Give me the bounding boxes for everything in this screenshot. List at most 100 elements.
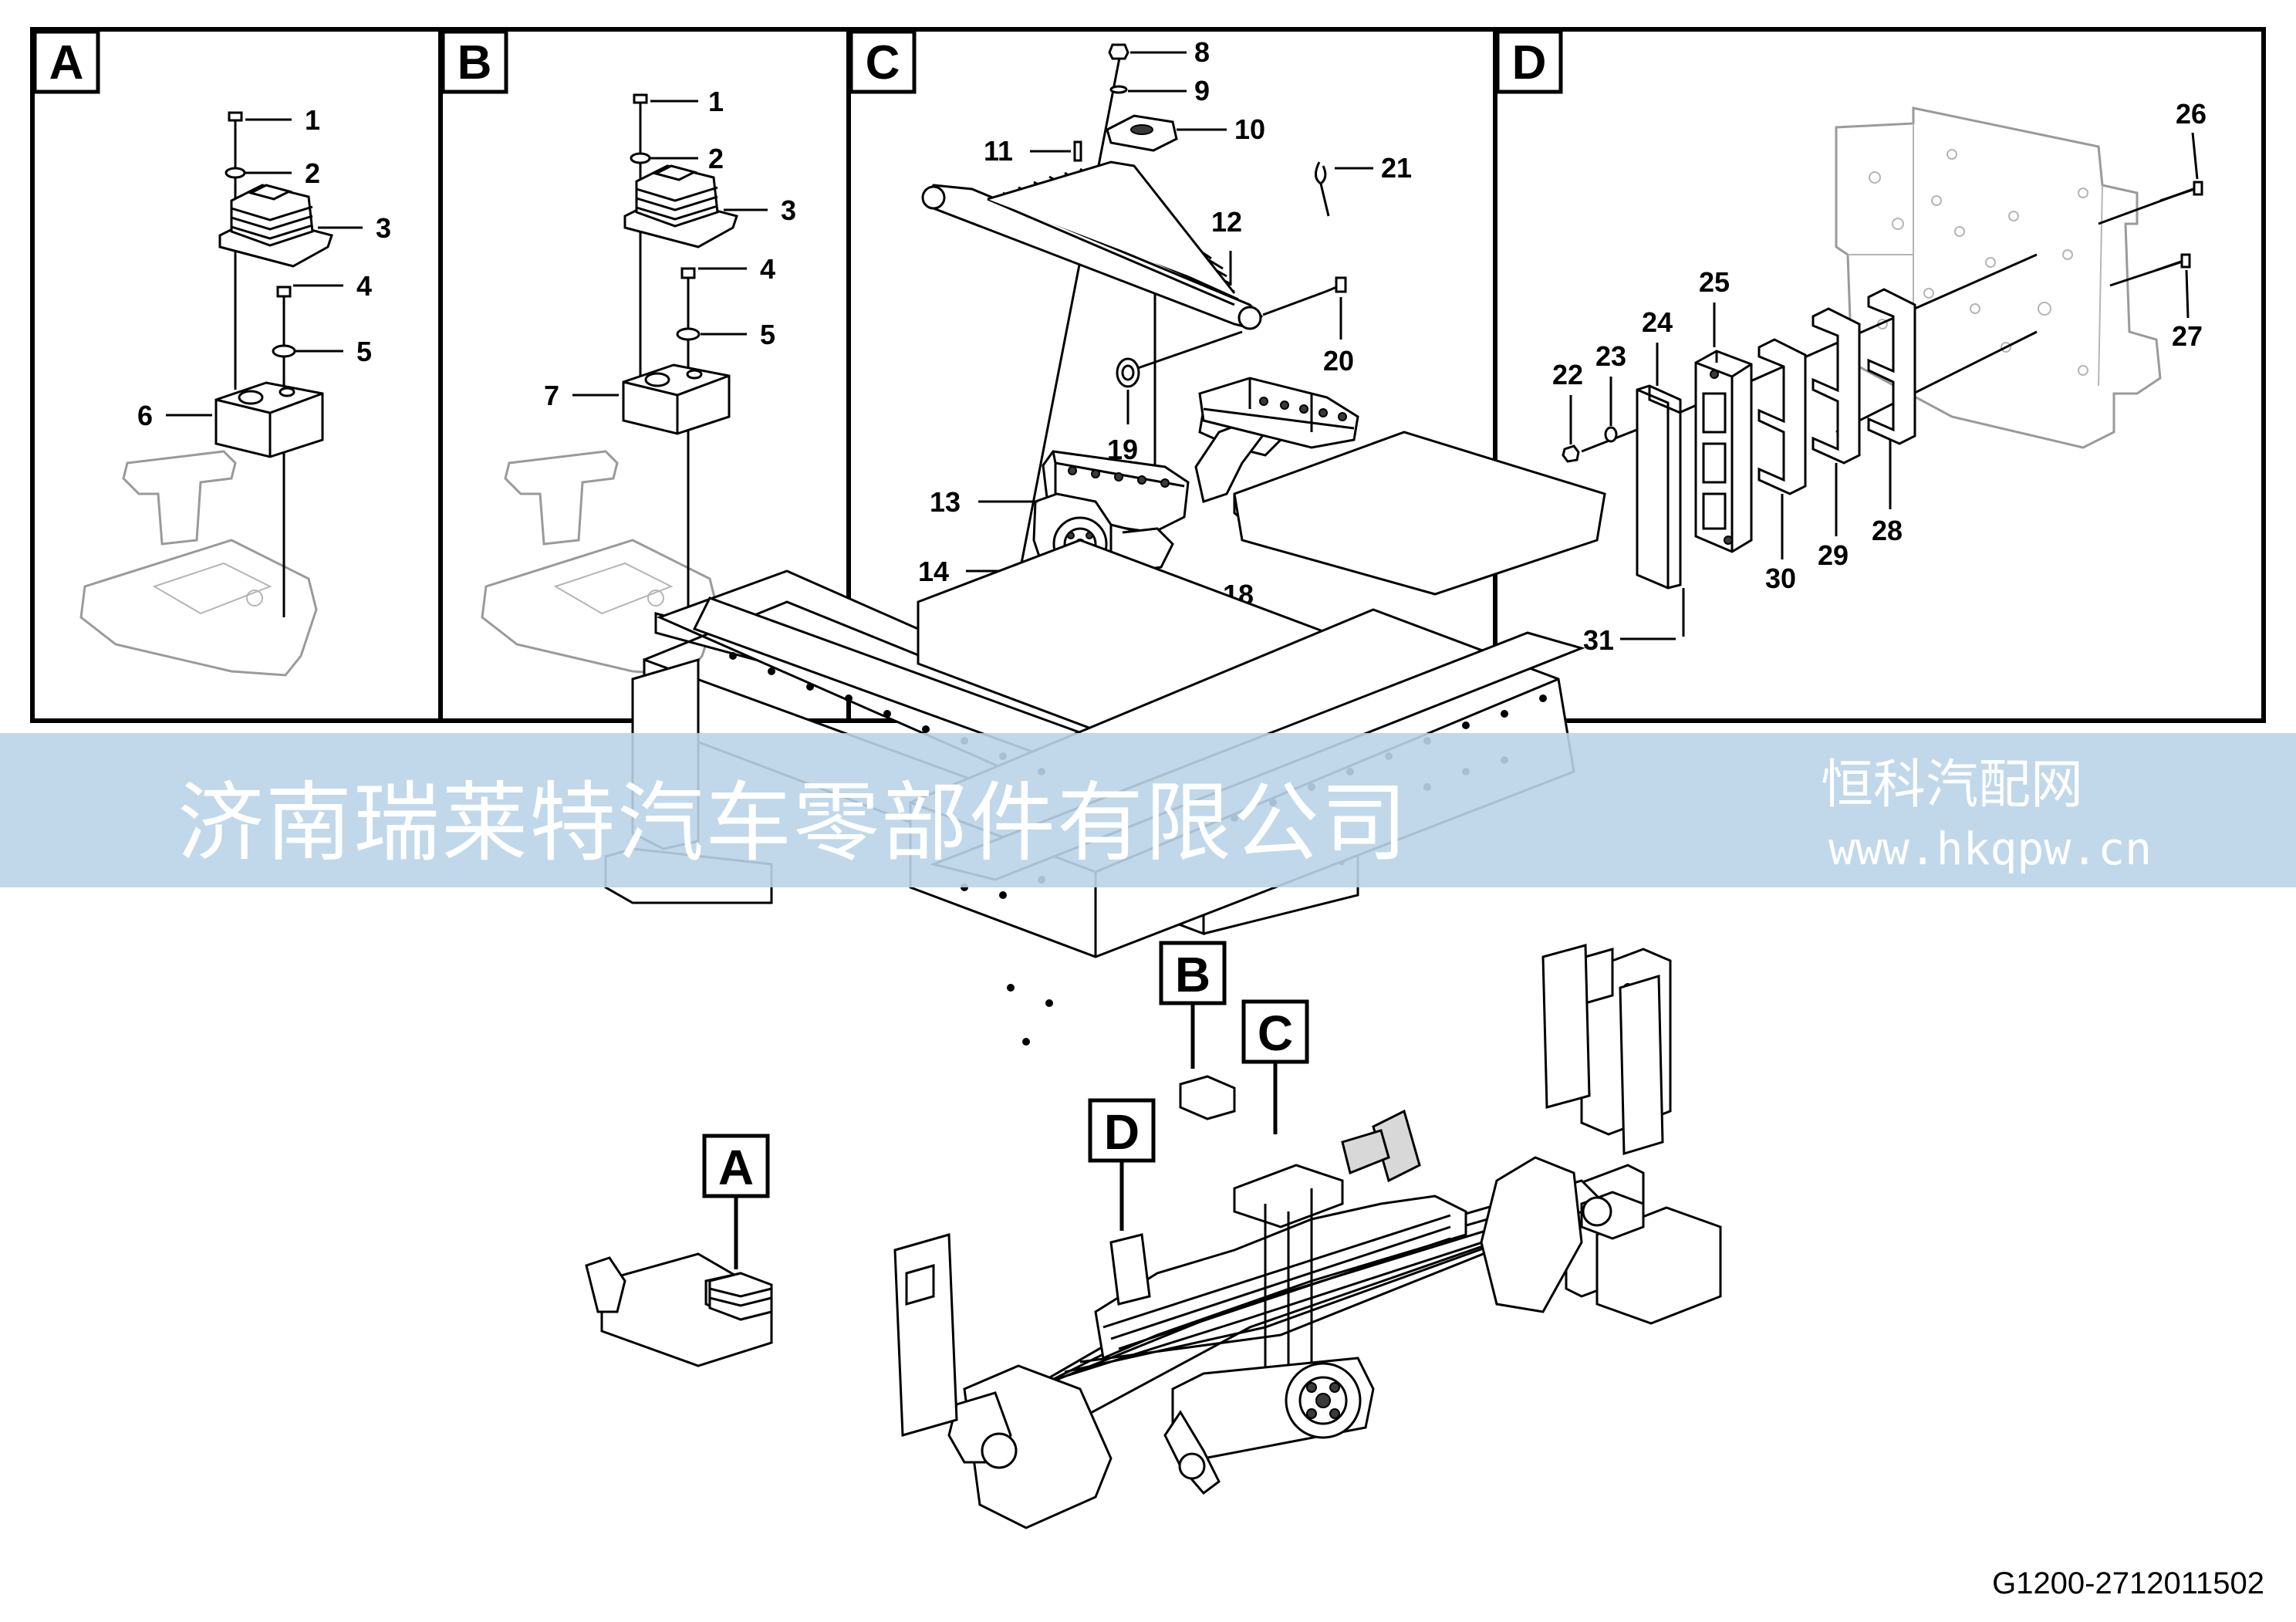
ghost-frame-plate — [1835, 106, 2162, 449]
svg-text:19: 19 — [1107, 434, 1138, 465]
main-leaf-spring — [1001, 1179, 1607, 1437]
svg-text:5: 5 — [760, 319, 775, 350]
watermark-site-name: 恒科汽配网 — [1821, 755, 2083, 816]
bolt-part-4-b — [680, 267, 696, 315]
svg-text:8: 8 — [1194, 36, 1210, 68]
svg-text:2: 2 — [305, 157, 320, 189]
ghost-frame-bracket — [79, 450, 318, 677]
svg-text:9: 9 — [1194, 75, 1210, 106]
svg-text:C: C — [866, 36, 900, 90]
svg-text:12: 12 — [1211, 206, 1242, 238]
svg-text:25: 25 — [1699, 266, 1730, 298]
rubber-buffer-part-3 — [218, 184, 333, 268]
panel-d-exploded-view: 26 27 25 24 23 22 28 29 30 31 — [1552, 98, 2207, 656]
svg-text:24: 24 — [1642, 306, 1673, 338]
shim-part-28 — [1867, 288, 1916, 445]
spacer-block-part-6 — [214, 381, 324, 458]
panel-b-exploded-view: 1 2 3 4 5 7 — [481, 86, 796, 677]
watermark-url: www.hkqpw.cn — [1828, 823, 2152, 875]
panel-b-callouts: 1 2 3 4 5 7 — [544, 86, 796, 411]
svg-text:3: 3 — [781, 194, 796, 226]
svg-text:22: 22 — [1552, 359, 1583, 390]
bolt-part-27 — [2109, 253, 2191, 287]
svg-text:2: 2 — [708, 143, 724, 174]
svg-text:A: A — [718, 1140, 754, 1195]
bolt-part-1 — [228, 111, 243, 154]
spacer-block-part-7 — [622, 363, 731, 435]
panel-a-exploded-view: 1 2 3 4 5 6 — [79, 104, 391, 677]
location-marker-c: C — [1241, 999, 1309, 1134]
panel-b-label: B — [441, 29, 508, 94]
washer-part-2-b — [630, 152, 651, 164]
panel-d-label: D — [1495, 29, 1563, 94]
svg-text:29: 29 — [1818, 539, 1849, 571]
backing-plate-part-24 — [1636, 384, 1682, 590]
svg-text:21: 21 — [1381, 152, 1412, 184]
bolt-part-26 — [2098, 181, 2203, 225]
svg-text:B: B — [458, 36, 492, 90]
bushing-part-19 — [1116, 357, 1140, 388]
washer-part-2 — [225, 167, 246, 179]
drawing-code: G1200-2712011502 — [1992, 1566, 2264, 1600]
svg-text:1: 1 — [708, 86, 724, 117]
rubber-buffer-part-3-b — [623, 164, 738, 248]
svg-text:4: 4 — [760, 253, 775, 285]
clip-part-21 — [1315, 161, 1330, 217]
svg-text:B: B — [1175, 947, 1210, 1002]
bolt-part-1-b — [633, 93, 648, 139]
nut-part-22 — [1562, 444, 1580, 463]
slide-block-d-location — [1109, 1233, 1151, 1306]
location-marker-a: A — [702, 1134, 770, 1269]
svg-text:C: C — [1258, 1005, 1293, 1061]
svg-text:6: 6 — [137, 400, 153, 431]
location-marker-d: D — [1088, 1098, 1156, 1231]
slide-block-part-25 — [1694, 350, 1753, 553]
bolt-part-20 — [1262, 276, 1347, 316]
panel-c-label: C — [849, 29, 917, 94]
svg-text:30: 30 — [1765, 563, 1796, 594]
svg-text:26: 26 — [2176, 98, 2207, 130]
svg-text:D: D — [1512, 36, 1547, 90]
chassis-overview — [585, 431, 1722, 1529]
svg-text:27: 27 — [2172, 320, 2203, 352]
rubber-buffer-a-location — [708, 1272, 773, 1321]
location-marker-b: B — [1159, 941, 1227, 1069]
ghost-frame-bracket-b — [481, 450, 719, 677]
svg-text:20: 20 — [1323, 345, 1354, 377]
washer-part-9 — [1109, 85, 1128, 94]
svg-text:23: 23 — [1595, 340, 1626, 372]
leaf-spring-part-12 — [921, 161, 1264, 330]
svg-text:13: 13 — [930, 486, 961, 518]
svg-text:7: 7 — [544, 380, 559, 411]
rear-spring-hanger — [1480, 1156, 1645, 1313]
watermark-band: 济南瑞莱特汽车零部件有限公司 恒科汽配网 www.hkqpw.cn — [0, 733, 2296, 887]
panel-a-callouts: 1 2 3 4 5 6 — [137, 104, 391, 431]
watermark-company: 济南瑞莱特汽车零部件有限公司 — [177, 773, 1409, 874]
clamp-plate-part-10 — [1106, 114, 1178, 152]
washer-part-23 — [1604, 426, 1618, 443]
svg-text:31: 31 — [1583, 624, 1614, 656]
panel-a-label: A — [32, 29, 100, 94]
svg-text:14: 14 — [918, 556, 949, 587]
pin-part-11 — [1073, 140, 1082, 162]
washer-part-5 — [272, 344, 296, 358]
svg-text:28: 28 — [1872, 515, 1903, 546]
svg-text:A: A — [49, 36, 84, 90]
front-spring-hanger — [947, 1364, 1113, 1529]
axle-hub-assembly — [1163, 1164, 1375, 1495]
svg-text:D: D — [1104, 1104, 1140, 1160]
rubber-buffer-b-location — [1179, 1075, 1236, 1120]
svg-text:11: 11 — [984, 135, 1013, 167]
svg-text:10: 10 — [1234, 113, 1265, 145]
panel-d-callouts: 26 27 25 24 23 22 28 29 30 31 — [1552, 98, 2207, 656]
washer-part-5-b — [676, 327, 701, 341]
bolt-part-4 — [276, 286, 292, 333]
svg-text:3: 3 — [376, 212, 391, 244]
svg-text:1: 1 — [305, 104, 320, 136]
shim-part-30 — [1757, 338, 1807, 495]
svg-text:5: 5 — [356, 336, 372, 367]
nut-part-8 — [1108, 43, 1129, 60]
svg-text:4: 4 — [356, 270, 372, 302]
shim-part-29 — [1811, 307, 1861, 465]
